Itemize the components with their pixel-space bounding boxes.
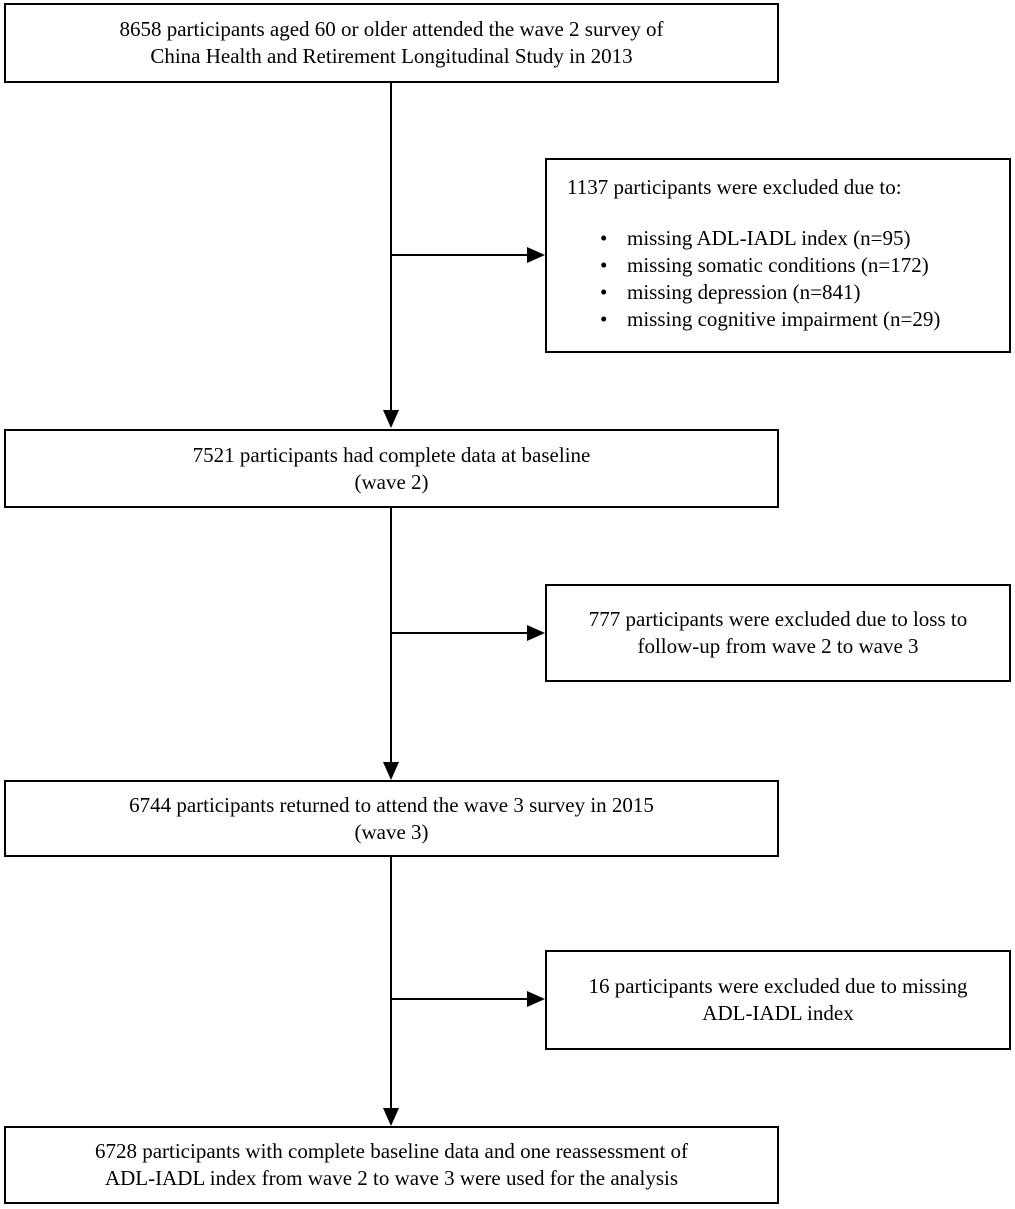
arrowhead-wave3 (383, 762, 399, 780)
exclusion-2-line-2: follow-up from wave 2 to wave 3 (637, 634, 919, 658)
exclusion-1-item: • missing somatic conditions (n=172) (600, 252, 1009, 279)
exclusion-1-item-text: missing ADL-IADL index (n=95) (627, 226, 911, 250)
arrowhead-final (383, 1108, 399, 1126)
bullet-icon: • (600, 226, 608, 250)
exclusion-3-line-1: 16 participants were excluded due to mis… (588, 974, 968, 998)
exclusion-box-2: 777 participants were excluded due to lo… (545, 584, 1011, 682)
exclusion-1-item-text: missing somatic conditions (n=172) (627, 253, 929, 277)
final-box: 6728 participants with complete baseline… (4, 1126, 779, 1204)
arrowhead-baseline (383, 410, 399, 428)
wave3-line-1: 6744 participants returned to attend the… (129, 792, 654, 817)
enrolled-line-2: China Health and Retirement Longitudinal… (150, 44, 633, 68)
exclusion-box-1: 1137 participants were excluded due to: … (545, 158, 1011, 353)
enrolled-box: 8658 participants aged 60 or older atten… (4, 3, 779, 83)
exclusion-1-item: • missing depression (n=841) (600, 279, 1009, 306)
baseline-line-1: 7521 participants had complete data at b… (192, 442, 591, 467)
wave3-box: 6744 participants returned to attend the… (4, 780, 779, 857)
exclusion-1-item-text: missing cognitive impairment (n=29) (627, 307, 941, 331)
bullet-icon: • (600, 307, 608, 331)
bullet-icon: • (600, 253, 608, 277)
baseline-box: 7521 participants had complete data at b… (4, 429, 779, 508)
exclusion-1-list: • missing ADL-IADL index (n=95) • missing … (567, 225, 1009, 333)
baseline-line-2: (wave 2) (354, 469, 429, 494)
exclusion-1-item-text: missing depression (n=841) (627, 280, 861, 304)
arrowhead-exclusion-1 (527, 247, 545, 263)
arrowhead-exclusion-2 (527, 625, 545, 641)
bullet-icon: • (600, 280, 608, 304)
final-line-1: 6728 participants with complete baseline… (94, 1139, 689, 1163)
arrowhead-exclusion-3 (527, 991, 545, 1007)
exclusion-1-item: • missing ADL-IADL index (n=95) (600, 225, 1009, 252)
exclusion-2-line-1: 777 participants were excluded due to lo… (588, 607, 968, 631)
enrolled-line-1: 8658 participants aged 60 or older atten… (119, 17, 664, 41)
exclusion-box-3: 16 participants were excluded due to mis… (545, 950, 1011, 1050)
exclusion-3-line-2: ADL-IADL index (702, 1001, 854, 1025)
wave3-line-2: (wave 3) (354, 819, 429, 844)
exclusion-1-heading: 1137 participants were excluded due to: (567, 175, 902, 199)
exclusion-1-item: • missing cognitive impairment (n=29) (600, 306, 1009, 333)
final-line-2: ADL-IADL index from wave 2 to wave 3 wer… (104, 1166, 679, 1190)
